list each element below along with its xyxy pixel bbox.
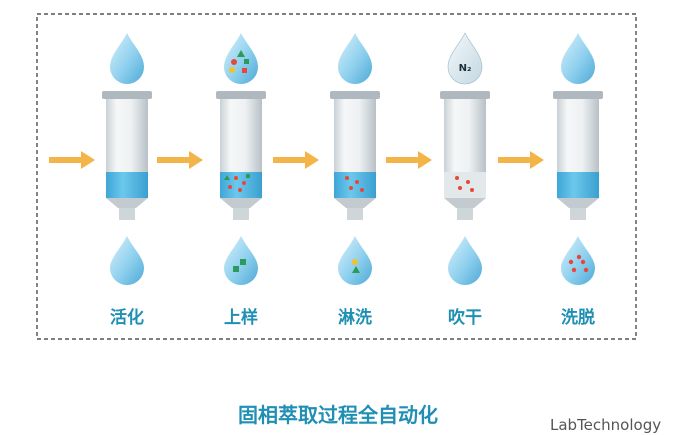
solvent-drop-icon <box>110 33 144 84</box>
nitrogen-drop-icon <box>447 32 483 85</box>
eluate-drop-icon <box>561 236 595 285</box>
eluent-drop-icon <box>561 33 595 84</box>
arrow-icon <box>273 151 319 169</box>
arrow-icon <box>498 151 544 169</box>
arrow-icon <box>49 151 95 169</box>
waste-drop-icon <box>448 236 482 285</box>
spe-cartridge-icon <box>102 91 152 220</box>
step-activation: 活化 <box>102 33 152 328</box>
waste-drop-icon <box>110 236 144 285</box>
arrow-icon <box>157 151 203 169</box>
flow-arrows <box>49 151 544 169</box>
wash-drop-icon <box>338 33 372 84</box>
step-loading: 上样 <box>216 33 266 328</box>
diagram-title: 固相萃取过程全自动化 <box>238 403 438 427</box>
spe-cartridge-icon <box>216 91 266 220</box>
step-label: 吹干 <box>448 307 482 328</box>
spe-cartridge-icon <box>440 91 490 220</box>
sample-drop-icon <box>224 33 258 84</box>
watermark: LabTechnology <box>550 416 661 434</box>
step-label: 活化 <box>110 307 144 328</box>
spe-cartridge-icon <box>553 91 603 220</box>
arrow-icon <box>386 151 432 169</box>
step-elution: 洗脱 <box>553 33 603 328</box>
spe-cartridge-icon <box>330 91 380 220</box>
step-washing: 淋洗 <box>330 33 380 328</box>
step-drying: N₂ 吹干 <box>440 32 490 328</box>
nitrogen-label: N₂ <box>459 63 472 74</box>
step-label: 洗脱 <box>561 307 595 328</box>
step-label: 淋洗 <box>338 307 372 328</box>
step-label: 上样 <box>224 307 258 328</box>
